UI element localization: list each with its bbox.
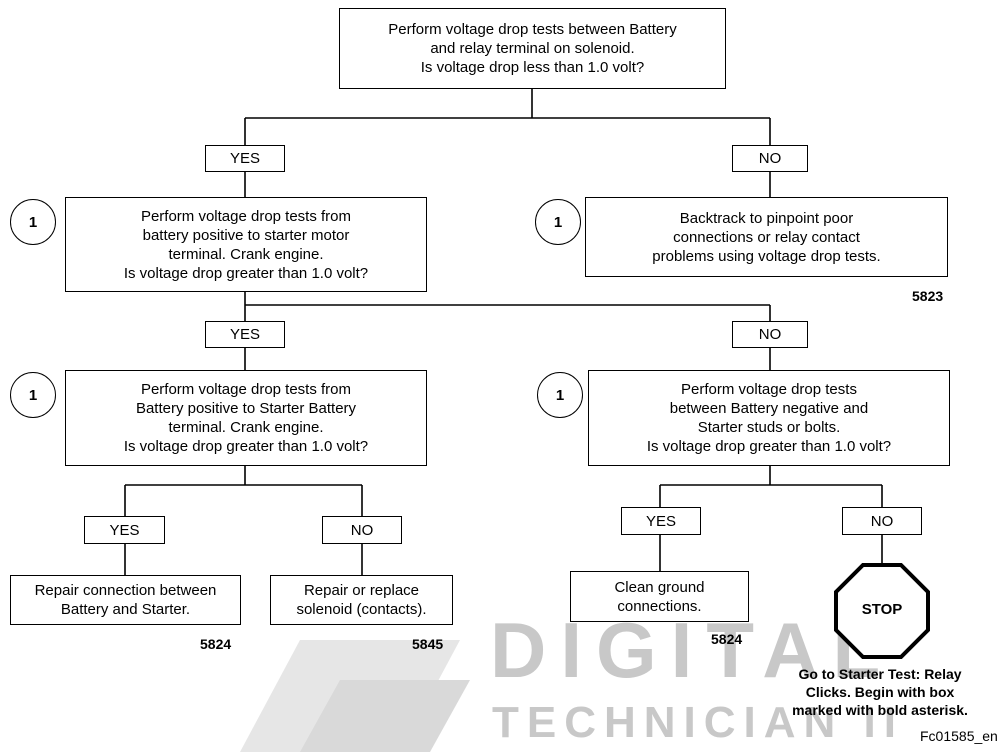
step1-line-2: battery positive to starter motor — [142, 226, 350, 244]
step1-line-1: Perform voltage drop tests from — [140, 207, 352, 225]
stop-note-line-2: Clicks. Begin with box — [805, 684, 955, 700]
backtrack-box: Backtrack to pinpoint poor connections o… — [585, 197, 948, 277]
step1-line-3: terminal. Crank engine. — [168, 245, 324, 263]
step2-line-1: Perform voltage drop tests from — [140, 381, 352, 398]
clean-ground-line-2: connections. — [617, 597, 702, 615]
watermark-line-2: TECHNICIAN II — [492, 698, 904, 747]
start-line-1: Perform voltage drop tests between Batte… — [388, 21, 677, 38]
step3-line-4: Is voltage drop greater than 1.0 volt? — [646, 438, 892, 455]
repair-solenoid-line-1: Repair or replace — [303, 582, 420, 599]
repair-connection-box: Repair connection between Battery and St… — [10, 575, 241, 625]
step3-line-3: Starter studs or bolts. — [697, 419, 841, 436]
repair-conn-line-2: Battery and Starter. — [60, 601, 191, 618]
yes-label-3: YES — [84, 516, 165, 544]
backtrack-line-3: problems using voltage drop tests. — [652, 247, 881, 265]
yes-label-4: YES — [621, 507, 701, 535]
yes-label-2: YES — [205, 321, 285, 348]
repair-solenoid-box: Repair or replace solenoid (contacts). — [270, 575, 453, 625]
yes-label-1: YES — [205, 145, 285, 172]
no-label-1: NO — [732, 145, 808, 172]
start-line-3: Is voltage drop less than 1.0 volt? — [420, 59, 645, 76]
repair-conn-line-1: Repair connection between — [34, 582, 217, 599]
step3-box: Perform voltage drop tests between Batte… — [588, 370, 950, 466]
step1-box: Perform voltage drop tests from battery … — [65, 197, 427, 292]
step3-line-2: between Battery negative and — [669, 400, 869, 417]
stop-note-line-3: marked with bold asterisk. — [792, 702, 968, 718]
start-question-box: Perform voltage drop tests between Batte… — [339, 8, 726, 89]
step2-line-2: Battery positive to Starter Battery — [135, 400, 357, 417]
clean-ground-code: 5824 — [711, 631, 743, 647]
repair-connection-code: 5824 — [200, 636, 232, 652]
step-marker-3: 1 — [537, 372, 583, 418]
repair-solenoid-line-2: solenoid (contacts). — [296, 601, 427, 618]
stop-label: STOP — [861, 601, 903, 618]
no-label-2: NO — [732, 321, 808, 348]
watermark-line-1: DIGITAL — [490, 606, 895, 694]
start-line-2: and relay terminal on solenoid. — [430, 40, 635, 57]
stop-note-line-1: Go to Starter Test: Relay — [798, 666, 962, 682]
stop-note: Go to Starter Test: Relay Clicks. Begin … — [760, 665, 1000, 719]
no-label-4: NO — [842, 507, 922, 535]
clean-ground-line-1: Clean ground — [614, 578, 705, 596]
step3-line-1: Perform voltage drop tests — [681, 381, 857, 398]
step-marker-2: 1 — [10, 372, 56, 418]
step2-line-4: Is voltage drop greater than 1.0 volt? — [123, 438, 369, 455]
backtrack-code: 5823 — [912, 288, 944, 304]
step-marker-1: 1 — [10, 199, 56, 245]
no-label-3: NO — [322, 516, 402, 544]
stop-sign — [834, 563, 930, 659]
repair-solenoid-code: 5845 — [412, 636, 444, 652]
step1-line-4: Is voltage drop greater than 1.0 volt? — [123, 264, 369, 282]
clean-ground-box: Clean ground connections. — [570, 571, 749, 622]
step2-box: Perform voltage drop tests from Battery … — [65, 370, 427, 466]
backtrack-line-1: Backtrack to pinpoint poor — [679, 209, 854, 227]
step2-line-3: terminal. Crank engine. — [168, 419, 324, 436]
backtrack-line-2: connections or relay contact — [673, 228, 860, 246]
backtrack-marker: 1 — [535, 199, 581, 245]
figure-id: Fc01585_en — [920, 728, 998, 744]
